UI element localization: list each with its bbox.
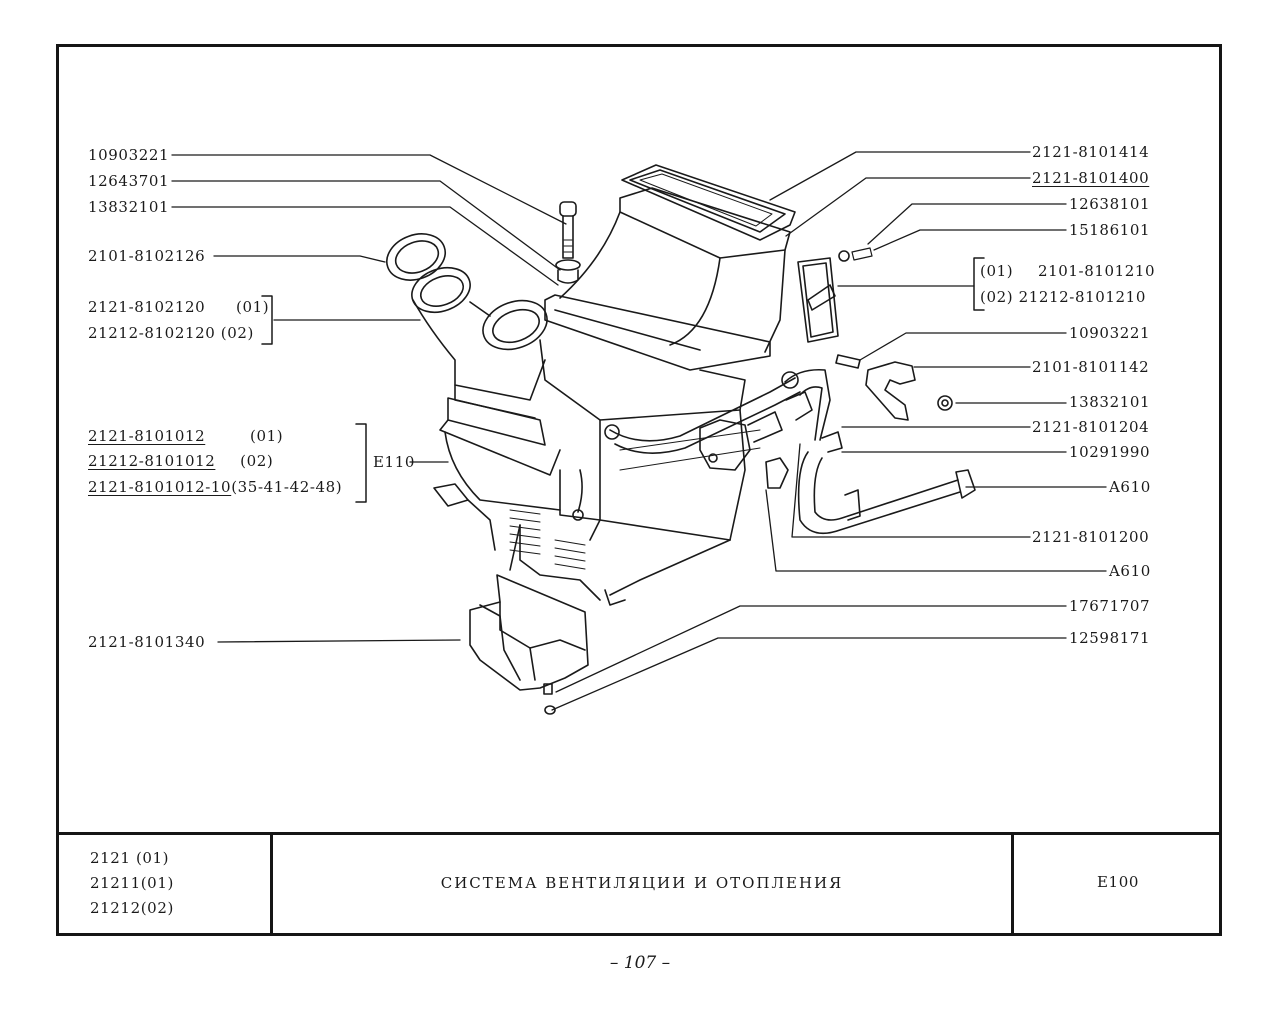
variant: (02) <box>240 452 274 470</box>
part-number: 2121-8101012 <box>88 427 206 445</box>
variant: (01) <box>250 427 284 445</box>
callout-2121-8101200: 2121-8101200 <box>1032 528 1150 546</box>
callout-13832101-right: 13832101 <box>1069 393 1151 411</box>
bracket-left-heater <box>355 423 367 503</box>
title-block-divider-left <box>270 832 273 936</box>
callout-nozzle-01: 2121-8102120 (01) <box>88 298 269 316</box>
air-distributor-part <box>469 574 589 715</box>
callout-12638101: 12638101 <box>1069 195 1151 213</box>
leader-15186101 <box>873 229 1067 251</box>
callout-17671707: 17671707 <box>1069 597 1151 615</box>
drawing-frame <box>56 44 1222 936</box>
leader-A610-b <box>765 489 1107 572</box>
variant: (02) <box>980 288 1014 306</box>
leader-2121-8101340 <box>217 639 461 643</box>
leader-10903221-top <box>171 154 567 225</box>
callout-2101-8102126: 2101-8102126 <box>88 247 206 265</box>
callout-2121-8101340: 2121-8101340 <box>88 633 206 651</box>
bracket-right-cover <box>973 257 985 311</box>
callout-10903221-right: 10903221 <box>1069 324 1151 342</box>
callout-10903221-top: 10903221 <box>88 146 170 164</box>
callout-heater-02: 21212-8101012 (02) <box>88 452 273 470</box>
callout-heater-10: 2121-8101012-10(35-41-42-48) <box>88 478 342 496</box>
part-number: 2121-8101012-10 <box>88 478 232 496</box>
callout-cover-02: (02) 21212-8101210 <box>980 288 1146 306</box>
model-item: 21211(01) <box>90 874 174 892</box>
title-block <box>56 832 1222 936</box>
model-item: 2121 (01) <box>90 849 170 867</box>
title-block-divider-right <box>1011 832 1014 936</box>
leader-2121-8101400 <box>785 177 1031 237</box>
leader-12638101 <box>867 203 1067 245</box>
sheet-title: СИСТЕМА ВЕНТИЛЯЦИИ И ОТОПЛЕНИЯ <box>440 874 844 892</box>
sheet-code: E100 <box>1097 873 1139 891</box>
leader-lines-right <box>551 151 1107 711</box>
callout-12598171: 12598171 <box>1069 629 1151 647</box>
callout-2121-8101204: 2121-8101204 <box>1032 418 1150 436</box>
variant: (01) <box>236 298 270 316</box>
leader-10903221-right <box>859 332 1067 361</box>
leader-12598171 <box>551 637 1067 711</box>
air-intake-duct-part <box>559 164 796 353</box>
model-list: 2121 (01) 21211(01) 21212(02) <box>90 846 174 921</box>
callout-heater-01: 2121-8101012 (01) <box>88 427 283 445</box>
bracket-clip-part <box>835 354 953 421</box>
seal-ring-part <box>386 233 446 281</box>
part-number: 2121-8102120 <box>88 298 206 316</box>
callout-2101-8101142: 2101-8101142 <box>1032 358 1150 376</box>
cover-plate-part <box>797 247 873 343</box>
part-number: 21212-8102120 <box>88 324 216 342</box>
bolt-part <box>555 201 581 284</box>
leader-12643701 <box>171 180 561 271</box>
leader-lines-left <box>171 154 567 643</box>
callout-2121-8101400: 2121-8101400 <box>1032 169 1150 187</box>
leader-2121-8101200 <box>791 443 1031 538</box>
part-number: 21212-8101012 <box>88 452 216 470</box>
callout-12643701: 12643701 <box>88 172 170 190</box>
variant: (02) <box>220 324 254 342</box>
leader-13832101-top <box>171 206 559 286</box>
callout-10291990: 10291990 <box>1069 443 1151 461</box>
bracket-left-nozzle <box>261 295 273 345</box>
air-nozzle-part <box>411 266 548 419</box>
leader-2101-8102126 <box>213 255 386 263</box>
variant: (01) <box>980 262 1014 280</box>
callout-15186101: 15186101 <box>1069 221 1151 239</box>
callout-13832101-top: 13832101 <box>88 198 170 216</box>
callout-A610-b: A610 <box>1109 562 1151 580</box>
callout-cover-01: (01) 2101-8101210 <box>980 262 1155 280</box>
leader-2121-8101414 <box>769 151 1031 201</box>
callout-A610-a: A610 <box>1109 478 1151 496</box>
part-number: 2101-8101210 <box>1037 262 1156 280</box>
model-item: 21212(02) <box>90 899 174 917</box>
leader-17671707 <box>555 605 1067 693</box>
part-number: 21212-8101210 <box>1018 288 1146 306</box>
callout-nozzle-02: 21212-8102120 (02) <box>88 324 254 342</box>
callout-E110: E110 <box>373 453 415 471</box>
heater-tap-hoses-part <box>604 368 976 535</box>
page-number: – 107 – <box>609 953 671 973</box>
heater-housing-part <box>433 294 771 606</box>
variant: (35-41-42-48) <box>231 478 343 496</box>
callout-2121-8101414: 2121-8101414 <box>1032 143 1150 161</box>
